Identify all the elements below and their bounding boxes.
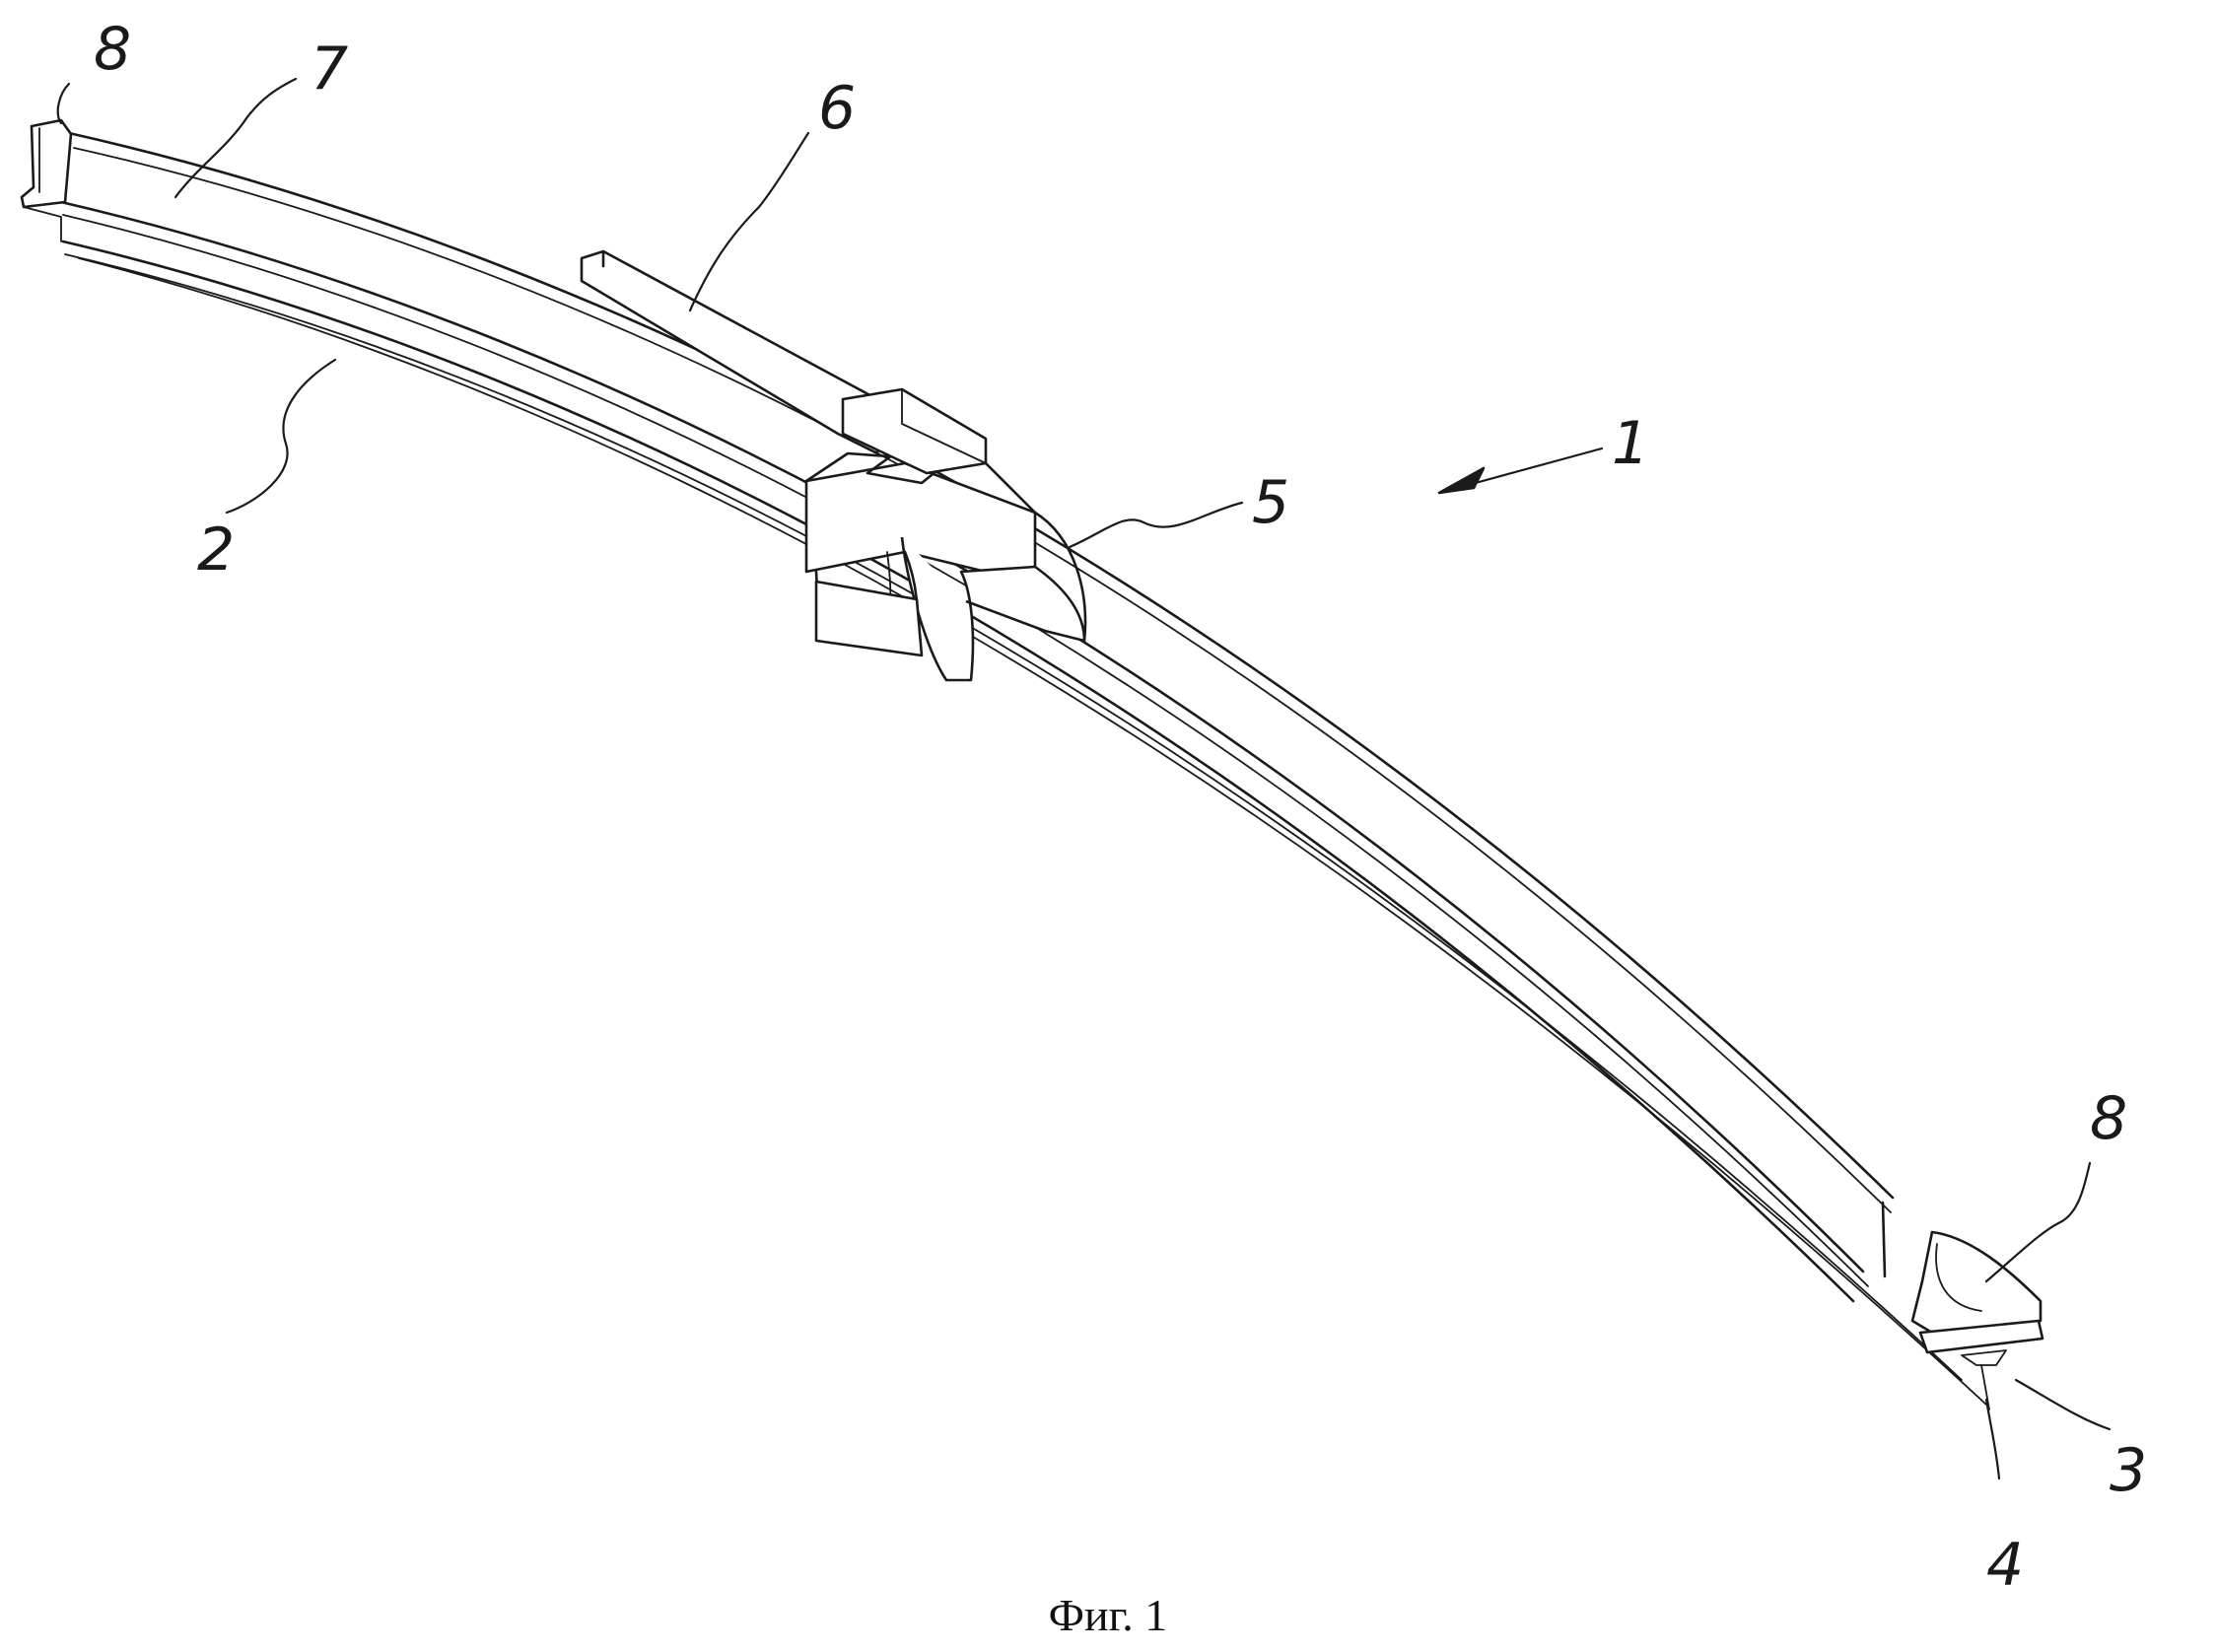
wiper-arm [580, 249, 988, 475]
leader-lines [56, 77, 2112, 1480]
label-7: 7 [311, 34, 348, 103]
wiper-blade-body [59, 131, 1987, 1406]
label-4: 4 [1986, 1531, 2024, 1600]
reference-numerals: 8 7 6 2 5 1 8 3 4 [94, 15, 2147, 1600]
left-end-cap [20, 118, 73, 242]
right-end-cap [1881, 1201, 2044, 1411]
label-3: 3 [2110, 1436, 2147, 1505]
label-1: 1 [1612, 409, 1649, 478]
label-2: 2 [197, 516, 235, 585]
label-6: 6 [818, 74, 856, 143]
label-8-right: 8 [2090, 1084, 2127, 1153]
label-8-left: 8 [94, 15, 131, 84]
label-5: 5 [1252, 468, 1289, 537]
connector-adapter [804, 451, 1087, 682]
figure-caption: Фиг. 1 [1048, 1590, 1168, 1640]
